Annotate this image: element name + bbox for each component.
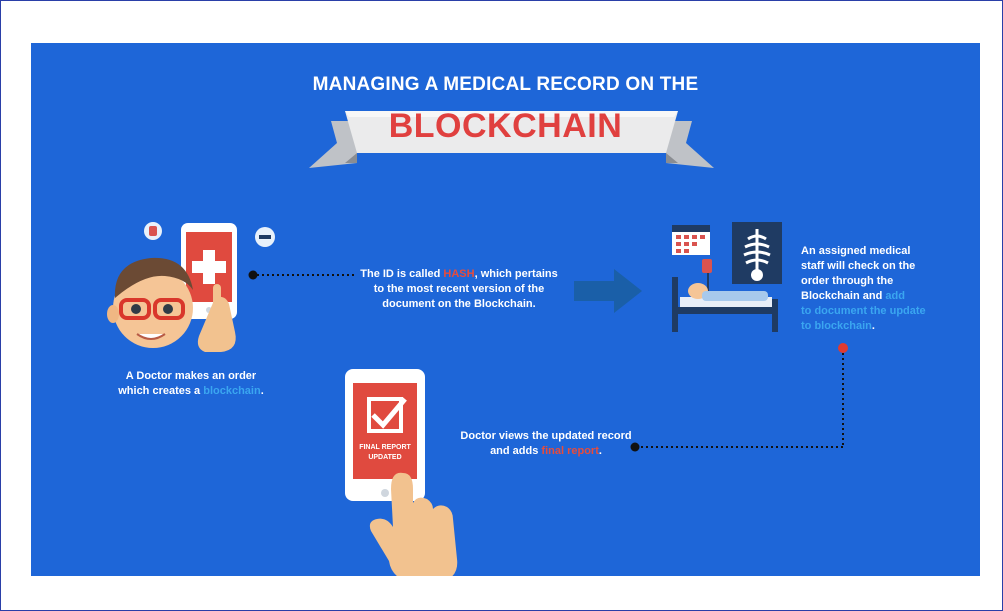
staff-line6: to blockchain. bbox=[801, 320, 875, 332]
staff-line4: Blockchain and add bbox=[801, 290, 905, 302]
staff-line1: An assigned medical bbox=[801, 245, 911, 257]
doctor-order-line1: A Doctor makes an order bbox=[125, 370, 257, 382]
arrow-icon bbox=[574, 267, 644, 315]
final-line2: and adds final report. bbox=[490, 445, 602, 457]
title-ribbon bbox=[309, 103, 714, 173]
infographic-panel: MANAGING A MEDICAL RECORD ON THE BLOCKCH… bbox=[31, 43, 980, 576]
hash-line2: to the most recent version of the bbox=[373, 283, 545, 295]
doctor-illustration bbox=[103, 218, 283, 368]
final-report-phone-illustration bbox=[343, 369, 473, 576]
hash-text: The ID is called HASH, which pertains to… bbox=[349, 267, 569, 312]
final-text: Doctor views the updated record and adds… bbox=[441, 429, 651, 459]
connector-staff-final bbox=[629, 341, 853, 453]
phone-final-line2: UPDATED bbox=[368, 454, 402, 461]
final-report-phone-label: FINAL REPORT UPDATED bbox=[353, 443, 417, 463]
staff-line3: order through the bbox=[801, 275, 894, 287]
final-line1: Doctor views the updated record bbox=[460, 430, 632, 442]
phone-final-line1: FINAL REPORT bbox=[359, 444, 411, 451]
staff-text: An assigned medical staff will check on … bbox=[801, 244, 941, 334]
doctor-order-text: A Doctor makes an order which creates a … bbox=[91, 369, 291, 399]
patient-bed-illustration bbox=[668, 219, 786, 334]
title-banner: BLOCKCHAIN bbox=[388, 107, 623, 145]
doctor-order-line2: which creates a blockchain. bbox=[118, 385, 264, 397]
hash-line1: The ID is called HASH, which pertains bbox=[360, 268, 558, 280]
staff-line2: staff will check on the bbox=[801, 260, 916, 272]
connector-doctor-hash bbox=[247, 269, 357, 281]
staff-line5: to document the update bbox=[801, 305, 926, 317]
hash-line3: document on the Blockchain. bbox=[382, 298, 536, 310]
bottom-gap bbox=[485, 576, 650, 577]
title-top-line: MANAGING A MEDICAL RECORD ON THE bbox=[312, 74, 699, 95]
